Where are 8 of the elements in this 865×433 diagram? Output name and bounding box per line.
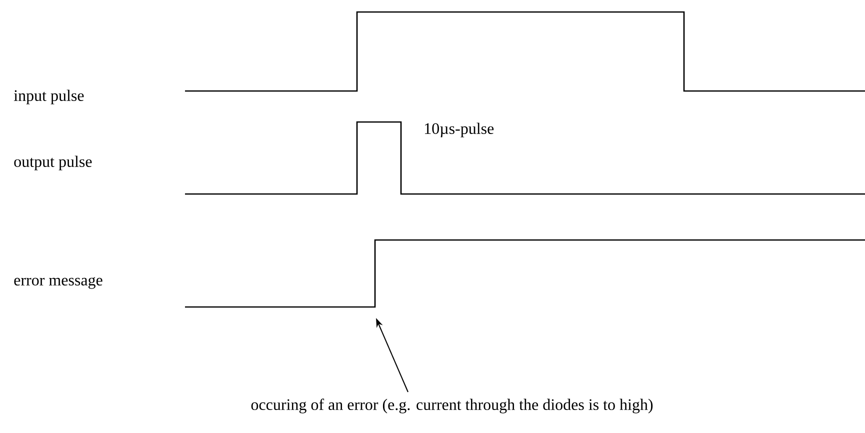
signal-label: output pulse (14, 156, 92, 170)
waveform (185, 11, 865, 92)
annotation-text: occuring of an error (e.g. current through the diodes is to high) (251, 398, 653, 414)
signal-label: input pulse (14, 90, 84, 104)
waveform (185, 121, 865, 195)
signal-label: error message (14, 277, 102, 289)
waveform (185, 239, 865, 308)
signal-label: 10µs-pulse (425, 122, 494, 138)
